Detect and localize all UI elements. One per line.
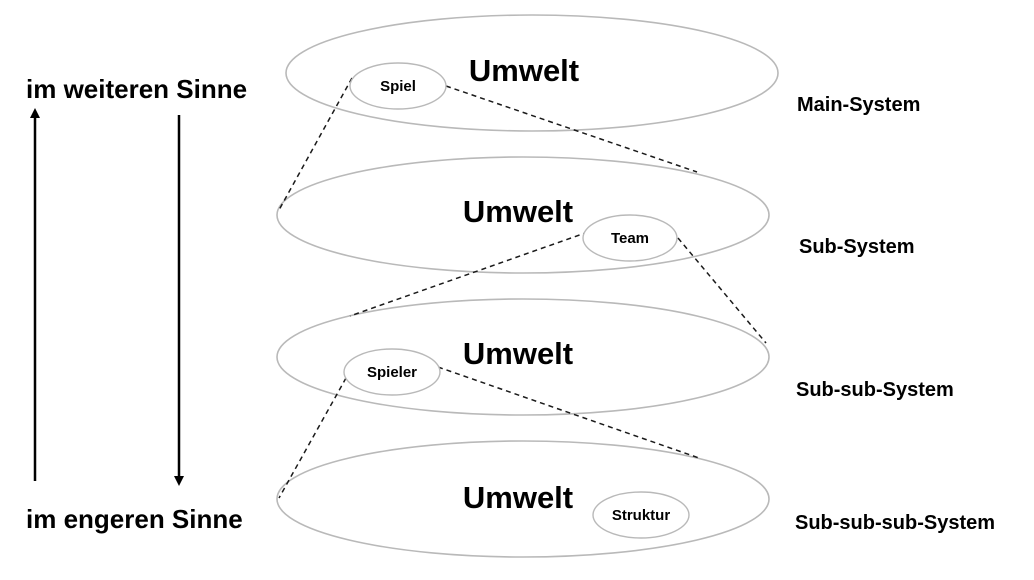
connector-spieler-left <box>278 377 347 499</box>
connector-spiel-left <box>278 77 353 211</box>
sub-sub-sub-system-environment-label: Umwelt <box>463 480 573 515</box>
sub-sub-sub-system-level-label: Sub-sub-sub-System <box>795 512 995 534</box>
spieler-element-label: Spieler <box>367 364 417 381</box>
spieler-element-ellipse <box>343 348 441 396</box>
sub-system-level-label: Sub-System <box>799 236 915 258</box>
spiel-element-label: Spiel <box>380 78 416 95</box>
narrow-sense-label: im engeren Sinne <box>26 504 243 534</box>
sub-sub-system-environment-label: Umwelt <box>463 336 573 371</box>
main-system-environment-label: Umwelt <box>469 53 579 88</box>
struktur-element-ellipse <box>592 491 690 539</box>
struktur-element-label: Struktur <box>612 507 671 524</box>
team-element-label: Team <box>611 230 649 247</box>
connector-team-left <box>349 231 589 317</box>
team-element-ellipse <box>582 214 678 262</box>
sub-sub-system-level-label: Sub-sub-System <box>796 379 954 401</box>
connector-team-right <box>677 237 767 344</box>
sub-system-environment-label: Umwelt <box>463 194 573 229</box>
spiel-element-ellipse <box>349 62 447 110</box>
broad-sense-label: im weiteren Sinne <box>26 74 247 104</box>
main-system-level-label: Main-System <box>797 94 920 116</box>
connector-spieler-right <box>437 366 700 459</box>
